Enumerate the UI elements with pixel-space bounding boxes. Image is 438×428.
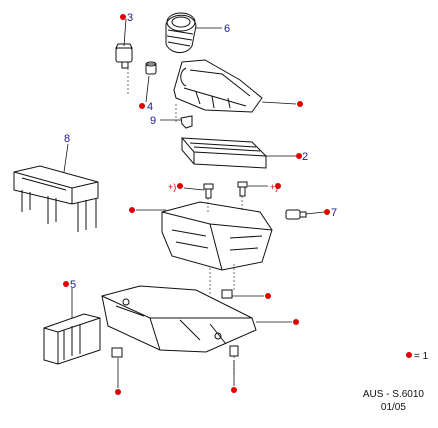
callout-numbers: 3 6 4 9 8 2 7 5: [64, 12, 337, 291]
diagram-code: AUS - S.6010: [362, 389, 424, 400]
air-filter-element: [180, 137, 268, 169]
callout-9: 9: [150, 115, 156, 127]
callout-dots: [63, 14, 330, 395]
air-cleaner-lower-housing: [161, 201, 273, 271]
callout-dot-bolt-right: [275, 183, 281, 189]
bracket-clip: [221, 289, 233, 299]
guide-lines: [127, 68, 243, 376]
callout-2: 2: [302, 151, 308, 163]
diagram-footer: AUS - S.6010 01/05: [363, 388, 424, 414]
callout-dot-bracket: [293, 319, 299, 325]
callout-dot-clip: [265, 293, 271, 299]
bottom-fastener-right: [229, 345, 239, 357]
bolt-label-right: +): [270, 182, 278, 192]
callout-3: 3: [127, 12, 133, 24]
housing-bolt-left: [203, 183, 214, 199]
callout-dot-housing: [129, 207, 135, 213]
resonator-duct: [43, 313, 101, 365]
temperature-sensor: [285, 209, 307, 220]
housing-bolt-right: [237, 181, 248, 197]
intake-sensor: [115, 43, 133, 69]
callout-dot-7: [324, 209, 330, 215]
legend: = 1: [406, 351, 428, 362]
diagram-date: 01/05: [380, 402, 406, 413]
bottom-fastener-left: [111, 347, 123, 358]
callout-5: 5: [70, 279, 76, 291]
callout-dot-2: [296, 153, 302, 159]
air-cleaner-cover: [173, 59, 263, 113]
legend-dot: [406, 352, 412, 358]
resonator: [13, 165, 99, 232]
callout-dot-bolt-left: [177, 183, 183, 189]
bolt-label-left: +): [168, 182, 176, 192]
callout-dot-cover: [297, 101, 303, 107]
leader-lines: [63, 18, 325, 388]
callout-dot-5: [63, 281, 69, 287]
callout-dot-fastener-left: [115, 389, 121, 395]
callout-6: 6: [224, 23, 230, 35]
grommet: [145, 61, 157, 75]
callout-4: 4: [147, 101, 153, 113]
callout-7: 7: [331, 207, 337, 219]
intake-hose: [165, 12, 197, 53]
callout-dot-4: [139, 103, 145, 109]
callout-8: 8: [64, 133, 70, 145]
callout-dot-3: [120, 14, 126, 20]
callout-dot-fastener-right: [231, 387, 237, 393]
retaining-clip: [180, 115, 193, 129]
legend-value: = 1: [414, 351, 429, 362]
mounting-bracket: [101, 285, 257, 353]
